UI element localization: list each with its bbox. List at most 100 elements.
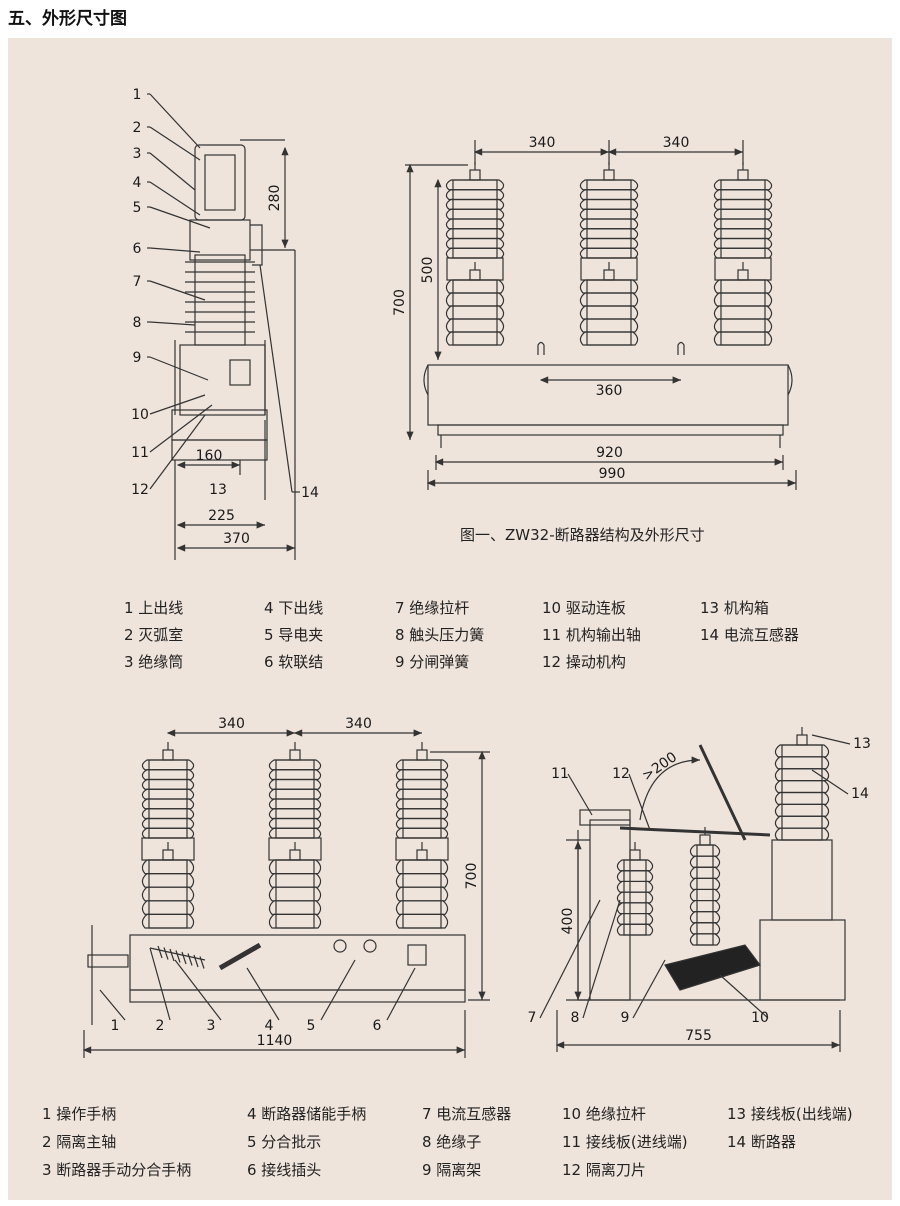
- insulator-shed: [689, 877, 721, 891]
- terminal-cap: [162, 849, 174, 861]
- spring-coil: [163, 947, 169, 960]
- leader-line: [811, 769, 849, 795]
- callout2-side-9: 9: [621, 1010, 630, 1026]
- insulator-shed: [445, 305, 505, 320]
- callout-11: 11: [131, 445, 149, 461]
- insulator-shed: [141, 798, 195, 810]
- section-title: 五、外形尺寸图: [8, 9, 127, 29]
- insulator-shed: [395, 788, 449, 800]
- insulator-shed: [395, 886, 449, 902]
- callout-7: 7: [133, 274, 142, 290]
- legend-item: 10 驱动连板: [542, 599, 626, 617]
- legend-item: 12 操动机构: [542, 653, 626, 671]
- insulator-shed: [141, 873, 195, 888]
- leader-line: [149, 356, 209, 381]
- insulator-shed: [713, 228, 773, 240]
- callout2-4: 4: [265, 1018, 274, 1034]
- leader-line: [386, 967, 416, 1021]
- leader-line: [811, 734, 851, 745]
- output-shaft-box: [229, 359, 251, 386]
- insulator-shed: [579, 208, 639, 220]
- callout-2: 2: [133, 120, 142, 136]
- leader-line: [259, 264, 293, 493]
- callout2-side-13: 13: [853, 736, 871, 752]
- legend-item: 4 断路器储能手柄: [247, 1105, 367, 1123]
- legend-item: 14 电流互感器: [700, 626, 799, 644]
- terminal-cap: [629, 849, 641, 861]
- insulator-shed: [141, 788, 195, 800]
- callout-14: 14: [301, 485, 319, 501]
- insulator-shed: [445, 318, 505, 333]
- terminal-cap: [737, 269, 749, 281]
- terminal-cap: [289, 749, 301, 761]
- legend-item: 13 机构箱: [700, 599, 769, 617]
- callout2-side-12: 12: [612, 766, 630, 782]
- leader-line: [99, 989, 126, 1021]
- callout-9: 9: [133, 350, 142, 366]
- insulator-shed: [395, 900, 449, 915]
- legend-item: 2 隔离主轴: [42, 1133, 117, 1151]
- leader-line: [149, 93, 201, 149]
- legend-item: 5 分合批示: [247, 1133, 322, 1151]
- insulator-core: [623, 859, 647, 936]
- insulator-shed: [579, 305, 639, 320]
- callout-3: 3: [133, 146, 142, 162]
- terminal-cap: [737, 169, 749, 181]
- legend-item: 14 断路器: [727, 1133, 796, 1151]
- callout2-3: 3: [207, 1018, 216, 1034]
- callout-13: 13: [209, 482, 227, 498]
- insulator-shed: [268, 913, 322, 929]
- insulator-shed: [445, 198, 505, 210]
- callout2-side-10: 10: [751, 1010, 769, 1026]
- insulator-shed: [689, 922, 721, 935]
- legend-item: 4 下出线: [264, 599, 324, 617]
- insulator-shed: [713, 237, 773, 249]
- insulator-shed: [141, 913, 195, 929]
- insulator-shed: [268, 778, 322, 790]
- terminal-cap: [162, 749, 174, 761]
- insulator-shed: [713, 247, 773, 259]
- legend-item: 13 接线板(出线端): [727, 1105, 853, 1123]
- leader-line: [632, 959, 666, 1019]
- insulator-shed: [445, 218, 505, 230]
- dim-500: 500: [420, 257, 436, 284]
- insulator-shed: [268, 827, 322, 839]
- legend-item: 12 隔离刀片: [562, 1161, 646, 1179]
- legend-item: 3 断路器手动分合手柄: [42, 1161, 192, 1179]
- insulator-shed: [713, 331, 773, 346]
- callout2-5: 5: [307, 1018, 316, 1034]
- insulator-shed: [616, 902, 654, 915]
- leader-line: [149, 394, 206, 415]
- breaker-housing: [771, 839, 833, 921]
- insulator-shed: [774, 803, 830, 817]
- dim2-340-left: 340: [218, 716, 245, 732]
- insulator-shed: [616, 923, 654, 936]
- leader-line: [149, 152, 196, 191]
- insulator-shed: [445, 279, 505, 294]
- insulator-shed: [579, 247, 639, 259]
- dim-280: 280: [267, 185, 283, 212]
- terminal-cap: [289, 849, 301, 861]
- legend-item: 7 绝缘拉杆: [395, 599, 470, 617]
- insulator-shed: [445, 292, 505, 307]
- leader-line: [719, 974, 769, 1019]
- insulator-shed: [141, 808, 195, 820]
- legend-item: 11 机构输出轴: [542, 626, 641, 644]
- spring-coil: [157, 945, 163, 959]
- spring-coil: [169, 948, 175, 962]
- terminal-cap: [469, 169, 481, 181]
- dim-370: 370: [223, 531, 250, 547]
- insulator-shed: [579, 198, 639, 210]
- insulator-core: [402, 859, 442, 929]
- insulator-shed: [445, 228, 505, 240]
- insulator-shed: [689, 844, 721, 857]
- insulator-shed: [616, 880, 654, 893]
- callout-1: 1: [133, 87, 142, 103]
- terminal-cap: [469, 269, 481, 281]
- callout2-side-8: 8: [571, 1010, 580, 1026]
- dim-360: 360: [596, 383, 623, 399]
- insulator-shed: [616, 891, 654, 904]
- insulator-shed: [713, 208, 773, 220]
- insulator-shed: [713, 179, 773, 191]
